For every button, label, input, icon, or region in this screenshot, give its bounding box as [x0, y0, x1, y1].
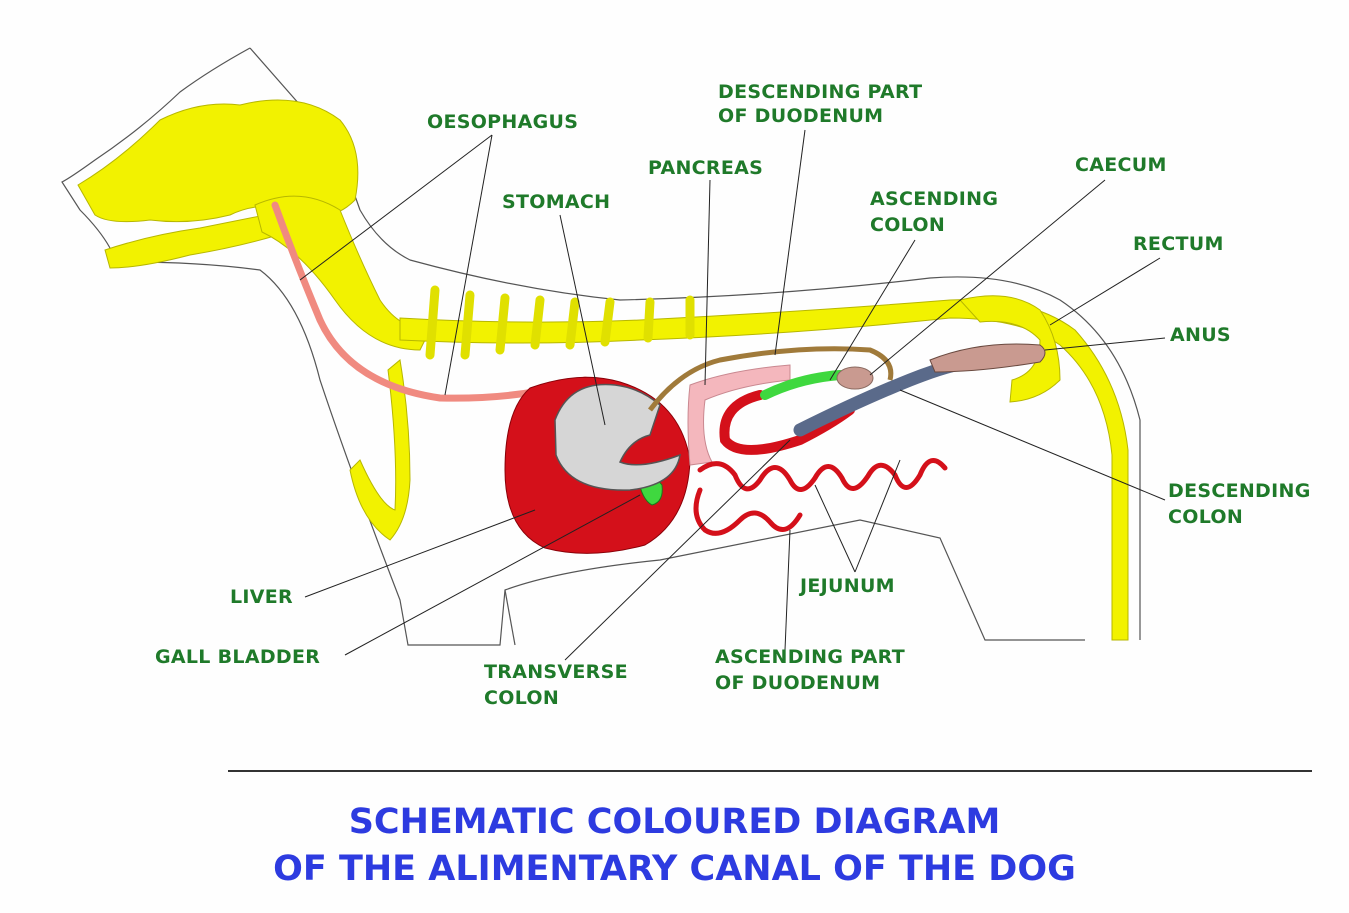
label-jejunum: JEJUNUM — [800, 574, 895, 599]
label-descending-duodenum-1: DESCENDING PART — [718, 80, 922, 105]
label-anus: ANUS — [1170, 323, 1231, 348]
title-line-2: OF THE ALIMENTARY CANAL OF THE DOG — [0, 847, 1349, 891]
rectum — [930, 344, 1045, 372]
label-ascending-duodenum-2: OF DUODENUM — [715, 671, 880, 696]
label-caecum: CAECUM — [1075, 153, 1167, 178]
divider-rule — [228, 770, 1312, 772]
title-line-1: SCHEMATIC COLOURED DIAGRAM — [0, 800, 1349, 844]
label-descending-duodenum-2: OF DUODENUM — [718, 104, 883, 129]
label-descending-colon-2: COLON — [1168, 505, 1243, 530]
label-descending-colon-1: DESCENDING — [1168, 479, 1311, 504]
label-liver: LIVER — [230, 585, 293, 610]
label-transverse-colon-1: TRANSVERSE — [484, 660, 628, 685]
label-ascending-colon-2: COLON — [870, 213, 945, 238]
label-stomach: STOMACH — [502, 190, 610, 215]
caecum — [837, 367, 873, 389]
label-pancreas: PANCREAS — [648, 156, 763, 181]
label-ascending-colon-1: ASCENDING — [870, 187, 998, 212]
transverse-colon — [724, 395, 850, 450]
label-oesophagus: OESOPHAGUS — [427, 110, 578, 135]
label-transverse-colon-2: COLON — [484, 686, 559, 711]
label-gall-bladder: GALL BLADDER — [155, 645, 320, 670]
label-ascending-duodenum-1: ASCENDING PART — [715, 645, 905, 670]
label-rectum: RECTUM — [1133, 232, 1224, 257]
